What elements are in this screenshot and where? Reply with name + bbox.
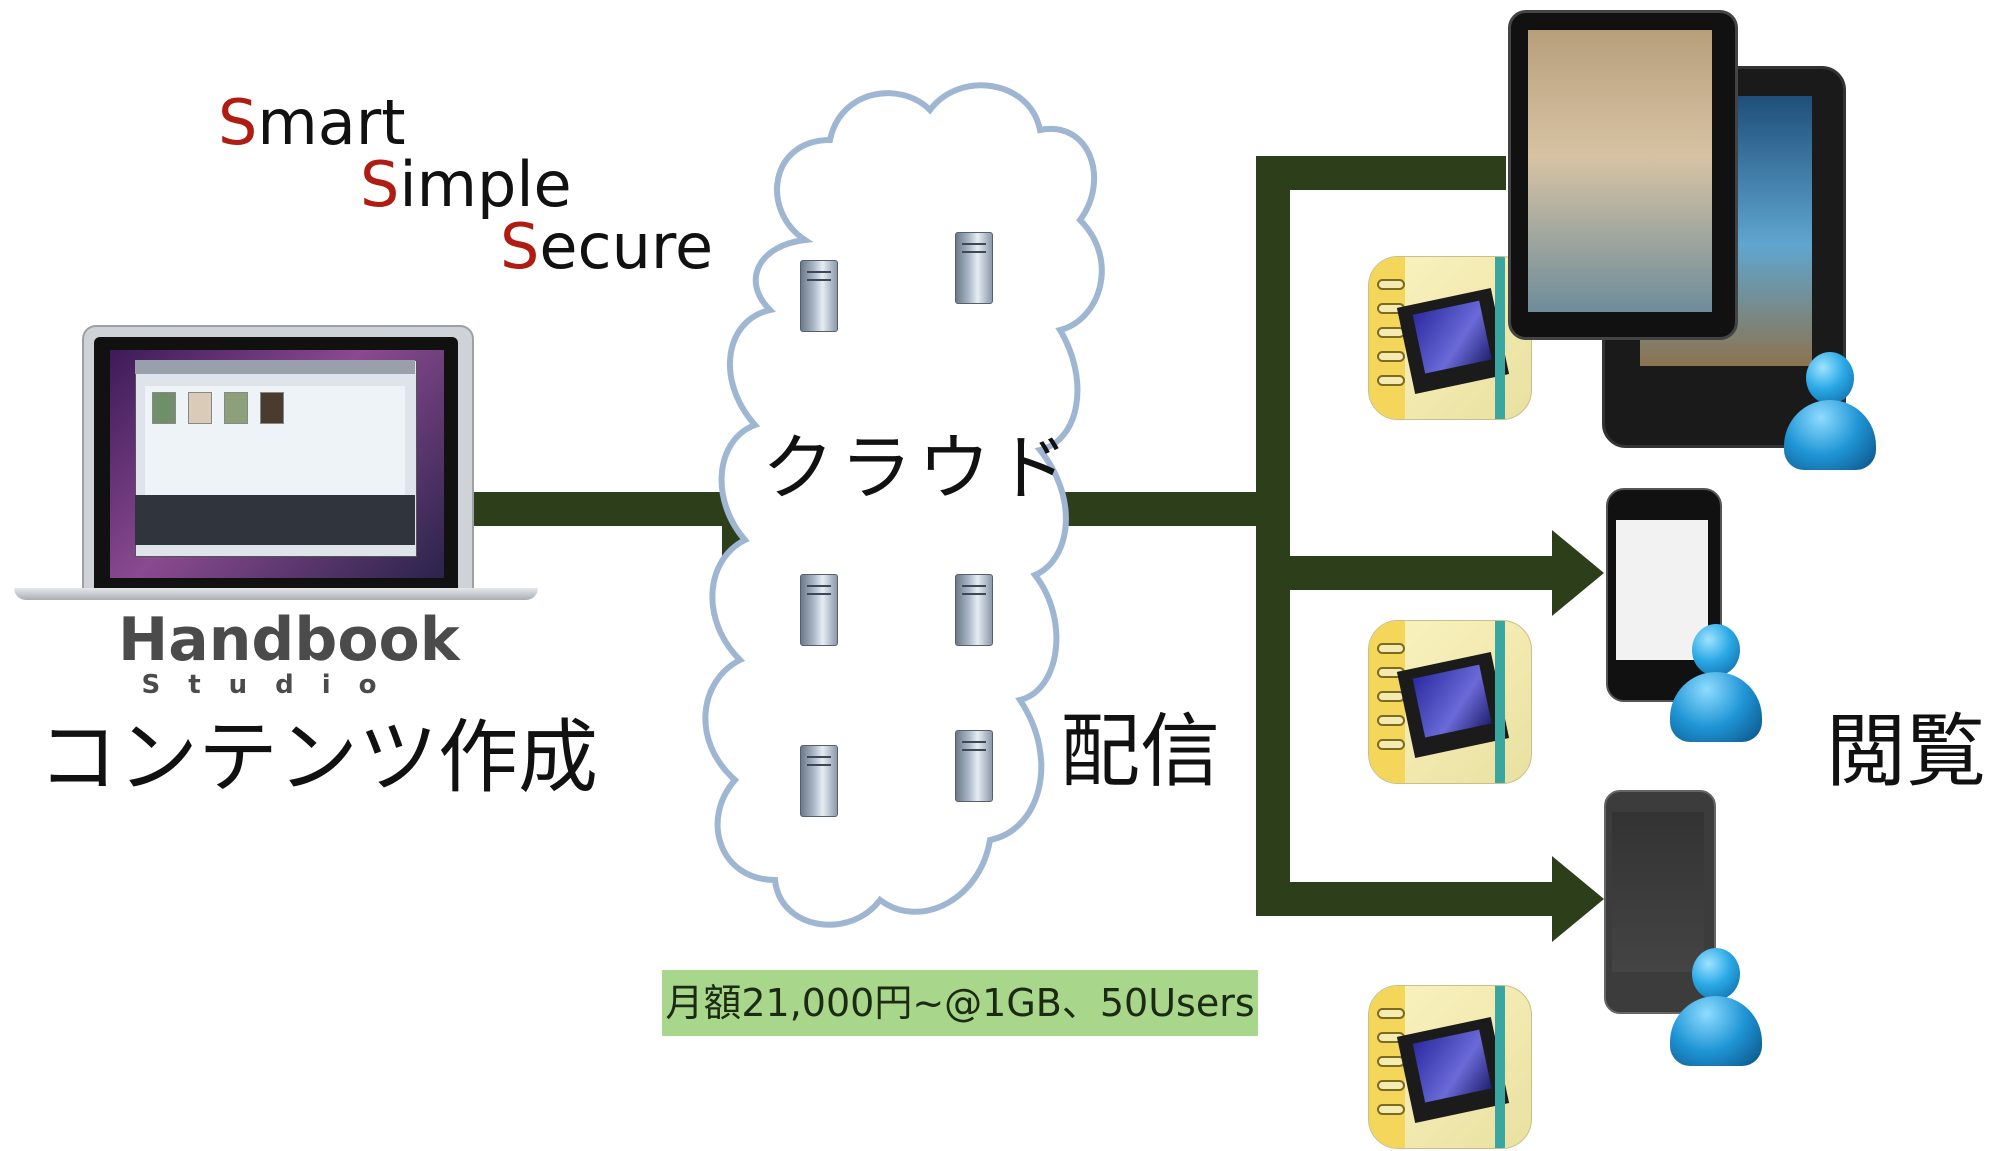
- user-icon: [1780, 352, 1880, 472]
- distribution-trunk: [1256, 156, 1290, 916]
- server-icon: [955, 730, 993, 802]
- smartphone-screen: [1612, 812, 1704, 972]
- laptop-filmstrip: [135, 495, 415, 545]
- server-icon: [800, 574, 838, 646]
- label-cloud: クラウド: [762, 426, 1075, 510]
- tagline-simple: Simple: [360, 148, 572, 221]
- app-icon: [1368, 985, 1532, 1149]
- branch-tablet: [1256, 156, 1506, 190]
- laptop-thumb: [260, 392, 284, 424]
- price-tag: 月額21,000円~@1GB、50Users: [662, 970, 1258, 1036]
- tablet-screen: [1528, 30, 1712, 312]
- user-icon: [1666, 948, 1766, 1068]
- tagline-secure: Secure: [500, 210, 714, 283]
- laptop-base: [14, 588, 538, 600]
- tagline-smart: Smart: [218, 86, 406, 159]
- app-icon: [1368, 620, 1532, 784]
- laptop-thumb: [224, 392, 248, 424]
- laptop-thumb: [188, 392, 212, 424]
- arrow-laptop-to-cloud: [472, 492, 737, 526]
- handbook-logo: Handbook: [118, 605, 460, 675]
- laptop-thumb: [152, 392, 176, 424]
- laptop-app-titlebar: [135, 360, 415, 374]
- server-icon: [955, 232, 993, 304]
- server-icon: [800, 260, 838, 332]
- label-viewing: 閲覧: [1826, 705, 1986, 798]
- arrow-head-iphone: [1552, 530, 1604, 616]
- branch-iphone: [1256, 556, 1556, 590]
- server-icon: [800, 745, 838, 817]
- handbook-logo-sub: Studio: [141, 670, 405, 700]
- app-icon: [1368, 256, 1532, 420]
- branch-android: [1256, 882, 1556, 916]
- user-icon: [1666, 624, 1766, 744]
- label-delivery: 配信: [1060, 705, 1220, 798]
- label-content-creation: コンテンツ作成: [38, 711, 598, 804]
- arrow-head-android: [1552, 856, 1604, 942]
- server-icon: [955, 574, 993, 646]
- arrow-cloud-to-trunk: [1058, 492, 1280, 526]
- smartphone-screen: [1616, 520, 1708, 660]
